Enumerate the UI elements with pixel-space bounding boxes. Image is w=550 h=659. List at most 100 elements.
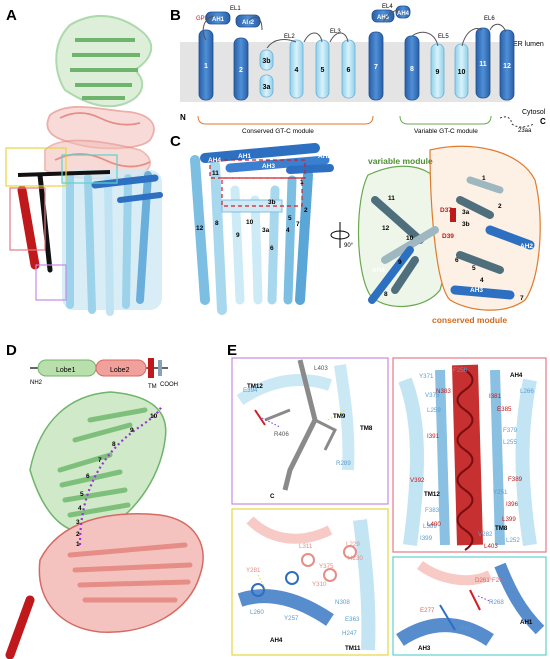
- tail-length-label: 23aa: [518, 128, 532, 134]
- c-left-label: AH1: [238, 153, 251, 160]
- red-zoom-content: [398, 364, 537, 551]
- helix-label: 11: [479, 61, 487, 68]
- helix-tm-11: [475, 27, 491, 99]
- helix-label: 7: [374, 64, 378, 71]
- panel-a: A: [5, 7, 163, 316]
- c-left-label: 7: [296, 221, 300, 228]
- ah-label: AH1: [212, 17, 225, 23]
- c-left-label: 10: [246, 219, 254, 226]
- yellow-box-label: Y281: [246, 567, 261, 574]
- helix-tm-5: [315, 39, 330, 99]
- red-box-label: L266: [520, 388, 534, 395]
- conserved-bracket: [197, 115, 374, 125]
- ah-label: AH3: [377, 15, 390, 21]
- loop-label: EL4: [382, 4, 393, 10]
- cyan-box-label: D261: [475, 577, 490, 584]
- yellow-box-label: L260: [250, 609, 264, 616]
- panel-a-yellow-box: [5, 147, 67, 187]
- panel-d-letter: D: [6, 342, 17, 359]
- strand-label: 1: [76, 541, 80, 548]
- ah-helix-AH4: [395, 5, 411, 19]
- c-left-label: 12: [196, 225, 204, 232]
- c-right-label: 9: [398, 259, 402, 266]
- helix-label: 9: [436, 69, 440, 76]
- panel-a-blue-bundle: [62, 170, 163, 316]
- strand-label: 3: [76, 519, 80, 526]
- nh2-label: NH2: [30, 380, 43, 386]
- c-left-label: AH4: [208, 157, 221, 164]
- helix-label: 3a: [263, 84, 271, 91]
- c-left-label: 3b: [268, 199, 276, 206]
- c-right-label: D37: [440, 207, 452, 214]
- cyan-box-label: E277: [420, 607, 435, 614]
- yellow-box-label: H247: [342, 630, 357, 637]
- panel-a-red-box: [9, 187, 46, 251]
- yellow-box-label: E363: [345, 616, 360, 623]
- red-box-label: V282: [478, 531, 493, 538]
- helix-label: 12: [503, 63, 511, 70]
- red-box-label: I381: [489, 393, 502, 400]
- c-right-label: 10: [406, 235, 414, 242]
- lobe1-label: Lobe1: [56, 367, 76, 374]
- panel-c-left-cartoon: [190, 143, 334, 315]
- red-box-label: F379: [503, 427, 518, 434]
- cyan-box-label: F263: [492, 577, 507, 584]
- strand-label: 7: [98, 457, 102, 464]
- c-left-label: AH3: [262, 163, 275, 170]
- c-right-label: AH4: [372, 267, 385, 274]
- helix-tm-6: [341, 39, 356, 99]
- panel-a-pink-domain: [44, 105, 155, 180]
- rotation-symbol: 90°: [330, 222, 354, 249]
- c-right-label: D39: [442, 233, 454, 240]
- yellow-box-label: AH4: [270, 637, 283, 644]
- helix-label: 1: [204, 63, 208, 70]
- c-left-label: 6: [270, 245, 274, 252]
- c-left-label: 1: [300, 179, 304, 186]
- helix-tm-2: [233, 37, 249, 101]
- cyan-box-label: R62: [460, 625, 472, 632]
- lobe2-label: Lobe2: [110, 367, 130, 374]
- c-left-label: 11: [212, 170, 219, 177]
- cyan-box-label: AH1: [520, 619, 533, 626]
- red-box-label: F389: [508, 476, 523, 483]
- helix-tm-3a: [259, 74, 274, 98]
- n-terminus-label: N: [180, 113, 186, 122]
- red-box-label: TM12: [424, 491, 440, 498]
- red-box-label: L400: [427, 521, 441, 528]
- helix-label: 5: [321, 67, 325, 74]
- conserved-module-outline: [429, 145, 541, 311]
- red-box-label: V392: [410, 477, 425, 484]
- red-box-label: AH4: [510, 372, 523, 379]
- red-box-label: I399: [420, 535, 433, 542]
- c-right-label: 7: [520, 295, 524, 302]
- ah-helix-AH1: [205, 11, 231, 25]
- red-box-label: I391: [427, 433, 440, 440]
- c-left-label: 2: [304, 207, 308, 214]
- helix-label: 3b: [262, 58, 270, 65]
- c-left-label: 8: [215, 220, 219, 227]
- red-box-label: V375: [425, 392, 440, 399]
- loop-label: EL6: [484, 16, 495, 22]
- red-box-label: E385: [497, 406, 512, 413]
- helix-tm-7: [368, 31, 384, 101]
- helix-label: 6: [347, 67, 351, 74]
- purple-box-label: TM8: [360, 425, 373, 432]
- loop-paths: [202, 9, 507, 49]
- purple-box-label: TM9: [333, 413, 346, 420]
- c-right-label: AH3: [470, 287, 483, 294]
- helix-tm-3b: [259, 49, 274, 71]
- purple-box-label: R406: [274, 431, 289, 438]
- panel-a-black-bar: [17, 170, 111, 177]
- helix-label: 2: [239, 67, 243, 74]
- panel-c-letter: C: [170, 133, 181, 150]
- tail-box: [158, 360, 162, 376]
- variable-bracket: [399, 115, 492, 125]
- c-right-label: 3b: [462, 221, 470, 228]
- variable-module-title: variable module: [368, 156, 433, 166]
- rotation-label: 90°: [344, 243, 354, 249]
